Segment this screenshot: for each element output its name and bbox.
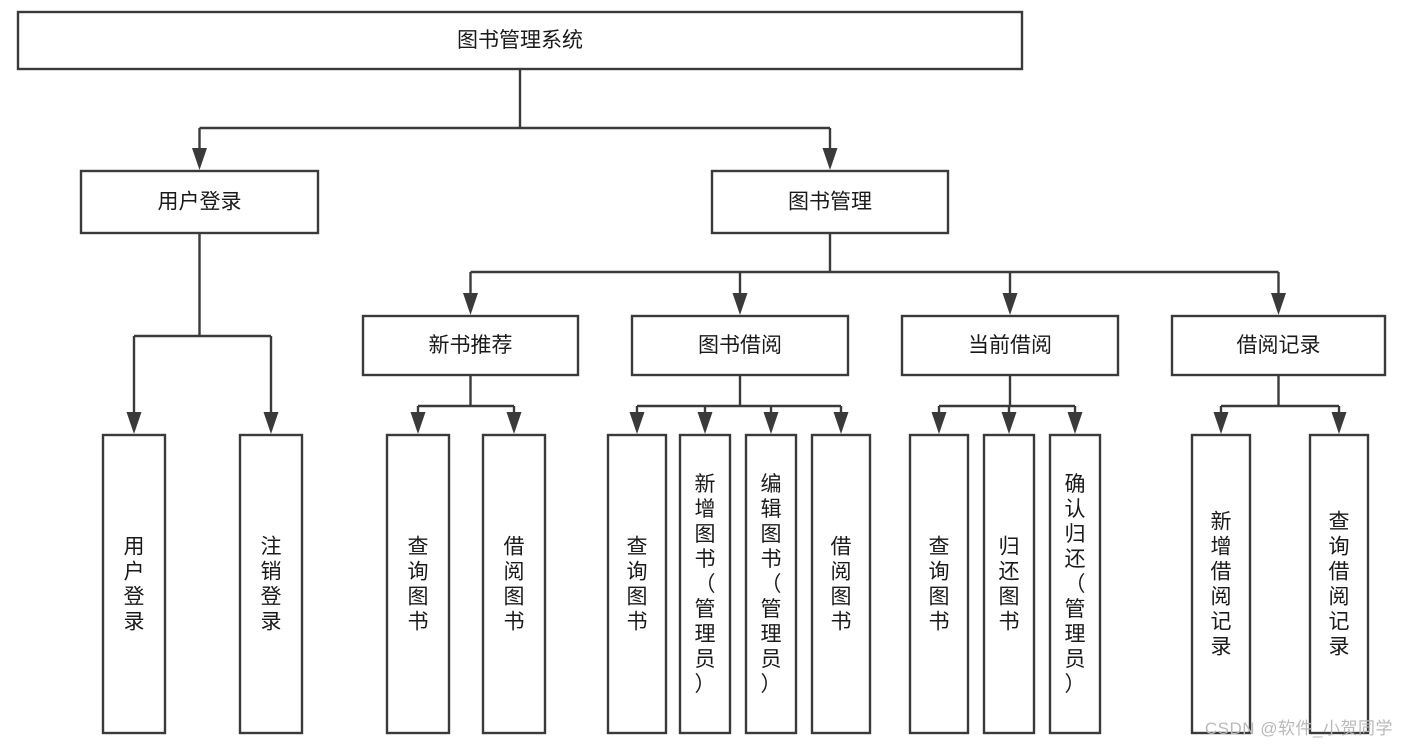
connector-group-root	[192, 69, 838, 170]
node-leaf-confirm-return[interactable]: 确认归还（管理员）	[1048, 433, 1102, 735]
node-leaf-query-book-1[interactable]: 查询图书	[385, 433, 451, 735]
node-leaf-borrow-book-2[interactable]: 借阅图书	[810, 433, 872, 735]
node-label: 新书推荐	[429, 334, 513, 357]
node-label: 编辑图书（管理员）	[761, 473, 782, 696]
node-label: 确认归还（管理员）	[1065, 473, 1086, 696]
node-label: 图书管理	[788, 191, 872, 214]
node-user-login[interactable]: 用户登录	[79, 169, 320, 235]
node-label: 借阅图书	[831, 536, 852, 634]
watermark-text: CSDN @软件_小贺同学	[1204, 719, 1393, 738]
node-leaf-add-record[interactable]: 新增借阅记录	[1190, 433, 1252, 735]
node-label: 用户登录	[124, 536, 145, 634]
node-label: 借阅图书	[504, 536, 525, 634]
node-label: 注销登录	[261, 536, 282, 634]
node-label: 借阅记录	[1237, 334, 1321, 357]
node-leaf-query-book-3[interactable]: 查询图书	[908, 433, 970, 735]
node-label: 图书借阅	[698, 334, 782, 357]
connector-group-current-borrow	[931, 375, 1083, 434]
node-borrow-record[interactable]: 借阅记录	[1170, 314, 1387, 377]
node-leaf-user-login[interactable]: 用户登录	[101, 433, 167, 735]
node-new-book-rec[interactable]: 新书推荐	[361, 314, 580, 377]
node-label: 新增借阅记录	[1211, 511, 1232, 659]
node-current-borrow[interactable]: 当前借阅	[900, 314, 1120, 377]
node-label: 查询借阅记录	[1329, 511, 1350, 659]
connector-group-book-borrow	[629, 375, 849, 434]
node-label: 查询图书	[929, 536, 950, 634]
node-book-borrow[interactable]: 图书借阅	[630, 314, 850, 377]
node-label: 当前借阅	[968, 334, 1052, 357]
connector-group-book-admin	[463, 233, 1286, 315]
node-leaf-query-book-2[interactable]: 查询图书	[606, 433, 668, 735]
node-leaf-logout[interactable]: 注销登录	[238, 433, 304, 735]
node-leaf-borrow-book-1[interactable]: 借阅图书	[481, 433, 547, 735]
node-label: 查询图书	[408, 536, 429, 634]
node-leaf-return-book[interactable]: 归还图书	[982, 433, 1036, 735]
node-label: 用户登录	[158, 191, 242, 214]
connector-layer	[126, 69, 1347, 434]
node-book-admin[interactable]: 图书管理	[710, 169, 950, 235]
node-label: 查询图书	[627, 536, 648, 634]
node-root[interactable]: 图书管理系统	[16, 10, 1024, 71]
connector-group-borrow-record	[1213, 375, 1347, 434]
node-leaf-add-book[interactable]: 新增图书（管理员）	[678, 433, 732, 735]
node-label: 图书管理系统	[457, 29, 583, 52]
node-label: 新增图书（管理员）	[695, 473, 716, 696]
node-label: 归还图书	[999, 536, 1020, 634]
connector-group-new-book-rec	[410, 375, 522, 434]
node-leaf-query-record[interactable]: 查询借阅记录	[1308, 433, 1370, 735]
node-layer: 图书管理系统用户登录图书管理新书推荐图书借阅当前借阅借阅记录用户登录注销登录查询…	[16, 10, 1387, 735]
connector-group-user-login	[126, 233, 279, 434]
node-leaf-edit-book[interactable]: 编辑图书（管理员）	[744, 433, 798, 735]
